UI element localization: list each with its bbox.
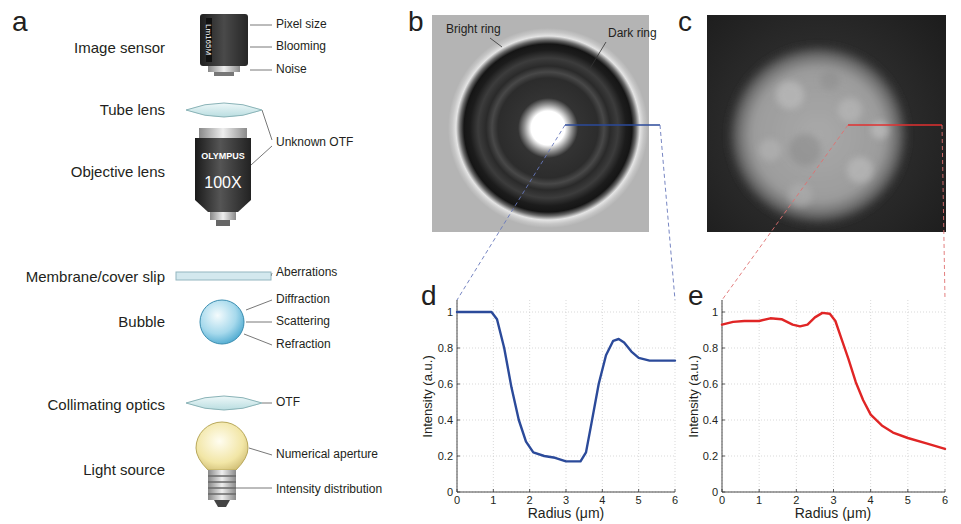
property-label: Diffraction <box>276 293 330 307</box>
tick-label: 0.6 <box>438 378 453 391</box>
grid-line <box>675 300 676 492</box>
tick-label: 0.2 <box>703 450 718 463</box>
camera-icon <box>200 14 248 76</box>
tick-label: 1 <box>490 494 496 507</box>
panel-letter: e <box>688 280 704 312</box>
tick-label: 3 <box>563 494 569 507</box>
panel-letter: a <box>12 6 28 38</box>
grid-line <box>945 300 946 492</box>
tick-label: 0.6 <box>703 378 718 391</box>
grid-line <box>493 300 494 492</box>
grid-line <box>796 300 797 492</box>
grid-line <box>529 300 530 492</box>
grid-line <box>566 300 567 492</box>
component-label: Membrane/cover slip <box>26 268 165 285</box>
tick-label: 1 <box>712 306 718 319</box>
property-label: Scattering <box>276 315 330 329</box>
tick-label: 2 <box>527 494 533 507</box>
property-label: Blooming <box>276 40 326 54</box>
grid-line <box>907 300 908 492</box>
zoom-dash-line <box>722 125 945 300</box>
profile-line <box>848 124 942 125</box>
tick-label: 6 <box>942 494 948 507</box>
property-label: Noise <box>276 63 307 77</box>
grid-line <box>602 300 603 492</box>
grid-line <box>638 300 639 492</box>
brand-text: 100X <box>204 174 241 192</box>
bubble-fluorescence-image <box>707 15 946 232</box>
property-label: Aberrations <box>276 266 337 280</box>
component-label: Image sensor <box>74 39 165 56</box>
leader-line <box>236 25 272 488</box>
component-label: Light source <box>83 461 165 478</box>
tick-label: 0 <box>447 486 453 499</box>
zoom-dash-line <box>457 125 675 300</box>
annotation-label: Bright ring <box>446 23 501 37</box>
component-label: Objective lens <box>71 163 165 180</box>
property-label: Intensity distribution <box>276 483 382 497</box>
chart-axis <box>457 300 675 492</box>
annotation-label: Dark ring <box>608 27 657 41</box>
axis-title: Radius (μm) <box>795 505 872 521</box>
property-label: Refraction <box>276 338 331 352</box>
tick-label: 0.2 <box>438 450 453 463</box>
collimating-lens-icon <box>186 396 262 410</box>
tick-label: 3 <box>830 494 836 507</box>
tick-label: 0.4 <box>438 414 453 427</box>
intensity-curve <box>457 312 675 461</box>
property-label: OTF <box>276 396 300 410</box>
brand-text: OLYMPUS <box>201 151 245 161</box>
tick-label: 5 <box>905 494 911 507</box>
objective-icon <box>195 128 251 226</box>
chart-d <box>457 300 675 492</box>
tick-label: 4 <box>599 494 605 507</box>
tick-label: 0 <box>712 486 718 499</box>
tick-label: 0 <box>719 494 725 507</box>
intensity-curve <box>722 313 945 449</box>
bubble-brightfield-image <box>432 15 649 232</box>
chart-e <box>722 300 945 492</box>
bubble-icon <box>200 300 244 344</box>
leader-line <box>490 38 606 70</box>
grid-line <box>833 300 834 492</box>
property-label: Numerical aperture <box>276 448 378 462</box>
tick-label: 0.8 <box>703 342 718 355</box>
axis-title: Intensity (a.u.) <box>687 355 702 437</box>
tick-label: 5 <box>636 494 642 507</box>
component-label: Bubble <box>118 313 165 330</box>
chart-axis <box>722 300 945 492</box>
brand-text: Lm165M <box>204 24 213 55</box>
profile-line <box>565 124 660 125</box>
property-label: Pixel size <box>276 18 327 32</box>
property-label: Unknown OTF <box>276 136 353 150</box>
panel-letter: d <box>421 280 437 312</box>
membrane-slab <box>176 272 271 280</box>
axis-title: Radius (μm) <box>528 505 605 521</box>
tick-label: 0 <box>454 494 460 507</box>
grid-line <box>870 300 871 492</box>
tick-label: 4 <box>868 494 874 507</box>
light-bulb-icon <box>196 422 248 507</box>
tube-lens-icon <box>186 103 262 117</box>
panel-letter: b <box>408 6 424 38</box>
tick-label: 0.4 <box>703 414 718 427</box>
tick-label: 1 <box>756 494 762 507</box>
tick-label: 2 <box>793 494 799 507</box>
tick-label: 6 <box>672 494 678 507</box>
component-label: Collimating optics <box>47 396 165 413</box>
tick-label: 0.8 <box>438 342 453 355</box>
axis-title: Intensity (a.u.) <box>421 355 436 437</box>
tick-label: 1 <box>447 306 453 319</box>
component-label: Tube lens <box>100 101 165 118</box>
panel-letter: c <box>678 6 692 38</box>
grid-line <box>759 300 760 492</box>
